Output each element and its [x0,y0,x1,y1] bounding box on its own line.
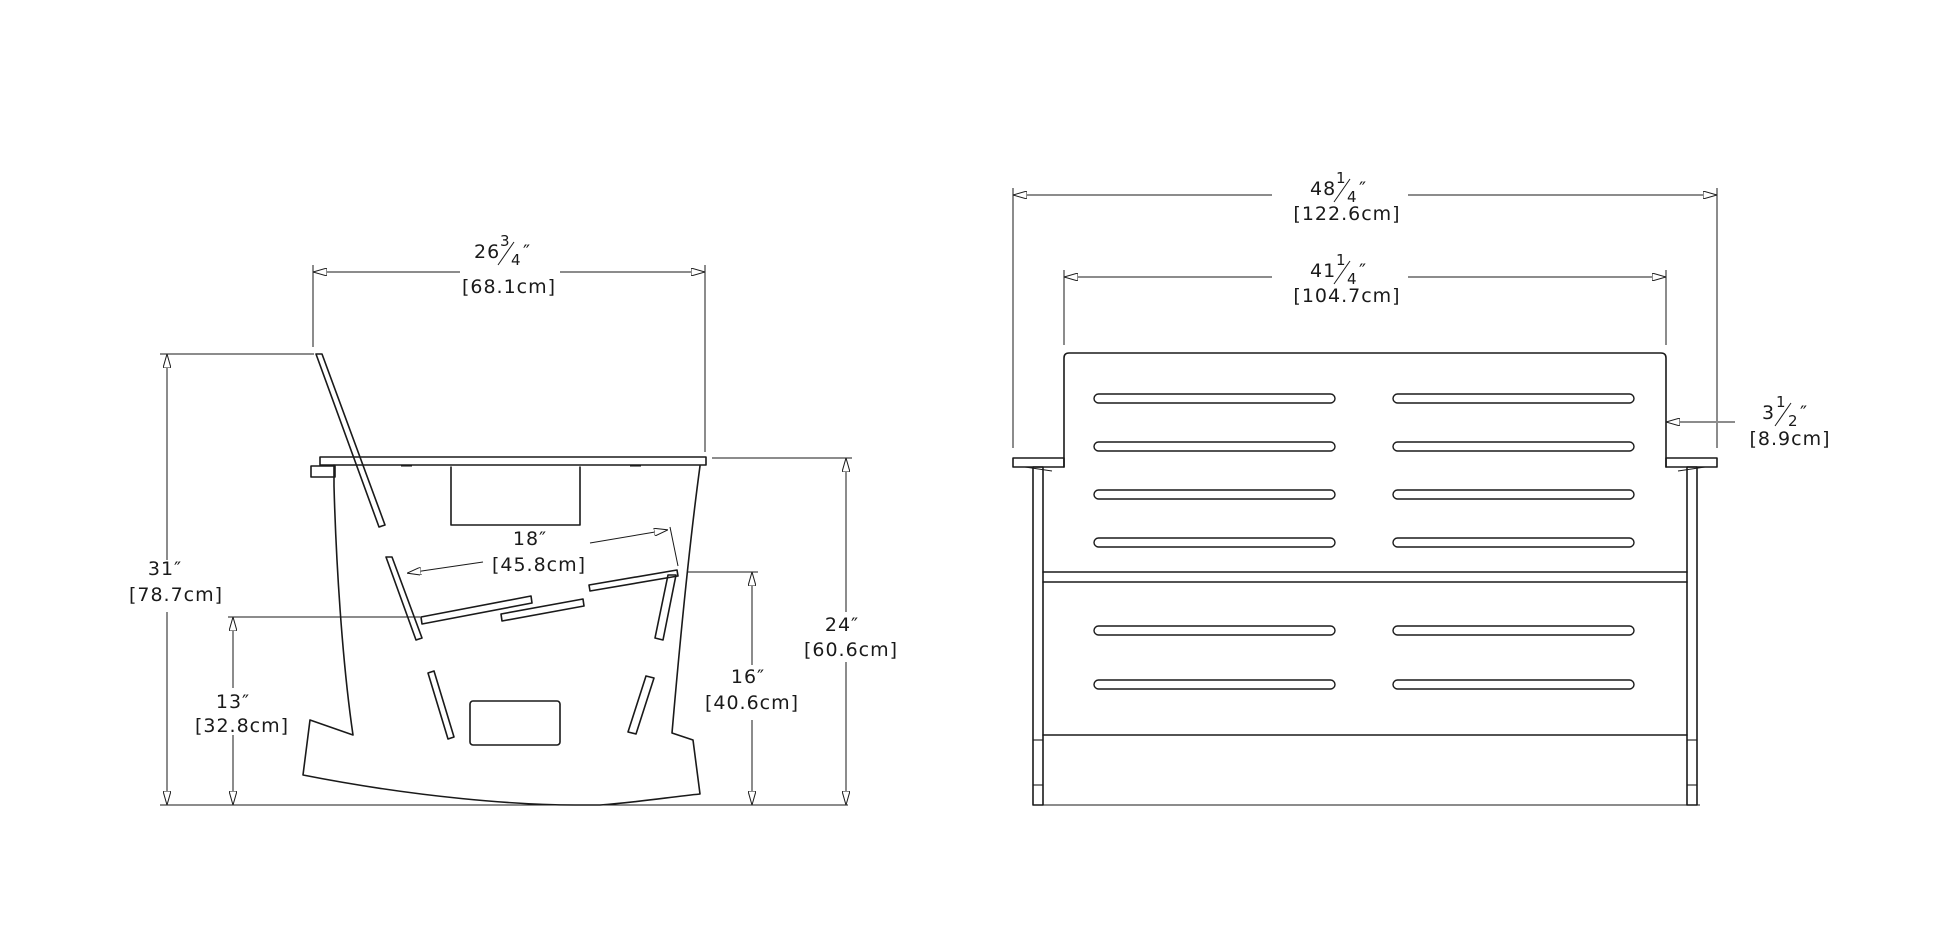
overall-width-dim-num: 1 [1336,169,1346,187]
inner-width-dim-den: 4 [1347,270,1357,288]
right-leg [1686,466,1698,806]
backrest [315,353,386,528]
arm-height-dim-inches: 24″ [825,614,859,636]
front-slot [1093,625,1336,636]
back-slot [1392,537,1635,548]
seat-slat [588,569,679,592]
inner-width-dim-num: 1 [1336,251,1346,269]
depth-dim-den: 4 [511,251,521,269]
overall-width-dim-inches: 48 [1310,178,1336,200]
seat-depth-dim-cm: [45.8cm] [492,554,586,576]
overall-width-dim-den: 4 [1347,188,1357,206]
right-arm [1665,457,1718,468]
front-slot [1093,679,1336,690]
back-slot [1093,393,1336,404]
back-slot [1392,441,1635,452]
seat-height-dim-cm: [40.6cm] [705,692,799,714]
seat-slat [420,595,533,625]
arm-bracket [310,465,336,478]
front-slat-low [627,675,655,735]
back-slot [1392,393,1635,404]
height-dim-inches: 31″ [148,558,182,580]
arm-cutout [450,466,581,526]
front-slot [1392,679,1635,690]
armrest [319,456,707,466]
depth-dim-cm: [68.1cm] [462,276,556,298]
low-height-dim-cm: [32.8cm] [195,715,289,737]
back-slat-low [427,670,455,740]
front-slat [654,574,677,641]
depth-dim-mark: ″ [523,241,531,263]
arm-width-dim-den: 2 [1788,412,1798,430]
left-leg [1032,466,1044,806]
low-height-dim-inches: 13″ [216,691,250,713]
arm-width-dim-cm: [8.9cm] [1750,428,1831,450]
back-slot [1093,441,1336,452]
back-slot [1093,489,1336,500]
seat-height-dim-inches: 16″ [731,666,765,688]
seat-depth-dim-inches: 18″ [513,528,547,550]
inner-width-dim-mark: ″ [1359,260,1367,282]
front-view: 48 1 4 ″ [122.6cm] 41 1 4 ″ [104.7cm] 3 … [1012,169,1831,806]
back-slot [1093,537,1336,548]
inner-width-dim-cm: [104.7cm] [1293,285,1400,307]
side-panel [302,464,701,806]
arm-width-dim-mark: ″ [1800,402,1808,424]
arm-width-dim-inches: 3 [1762,402,1775,424]
side-view: 26 3 4 ″ [68.1cm] 31″ [78.7cm] 13″ [32.8… [129,232,898,806]
inner-width-dim-inches: 41 [1310,260,1336,282]
arm-width-dim-num: 1 [1776,393,1786,411]
back-slat [385,556,423,641]
height-dim-cm: [78.7cm] [129,584,223,606]
left-arm [1012,457,1065,468]
back-slot [1392,489,1635,500]
seat-slat [500,598,585,622]
depth-dim-num: 3 [500,232,510,250]
front-backrest [1063,352,1667,468]
depth-dim-inches: 26 [474,241,500,263]
overall-width-dim-cm: [122.6cm] [1293,203,1400,225]
overall-width-dim-mark: ″ [1359,178,1367,200]
arm-height-dim-cm: [60.6cm] [804,639,898,661]
handle-cutout [469,700,561,746]
front-slot [1392,625,1635,636]
